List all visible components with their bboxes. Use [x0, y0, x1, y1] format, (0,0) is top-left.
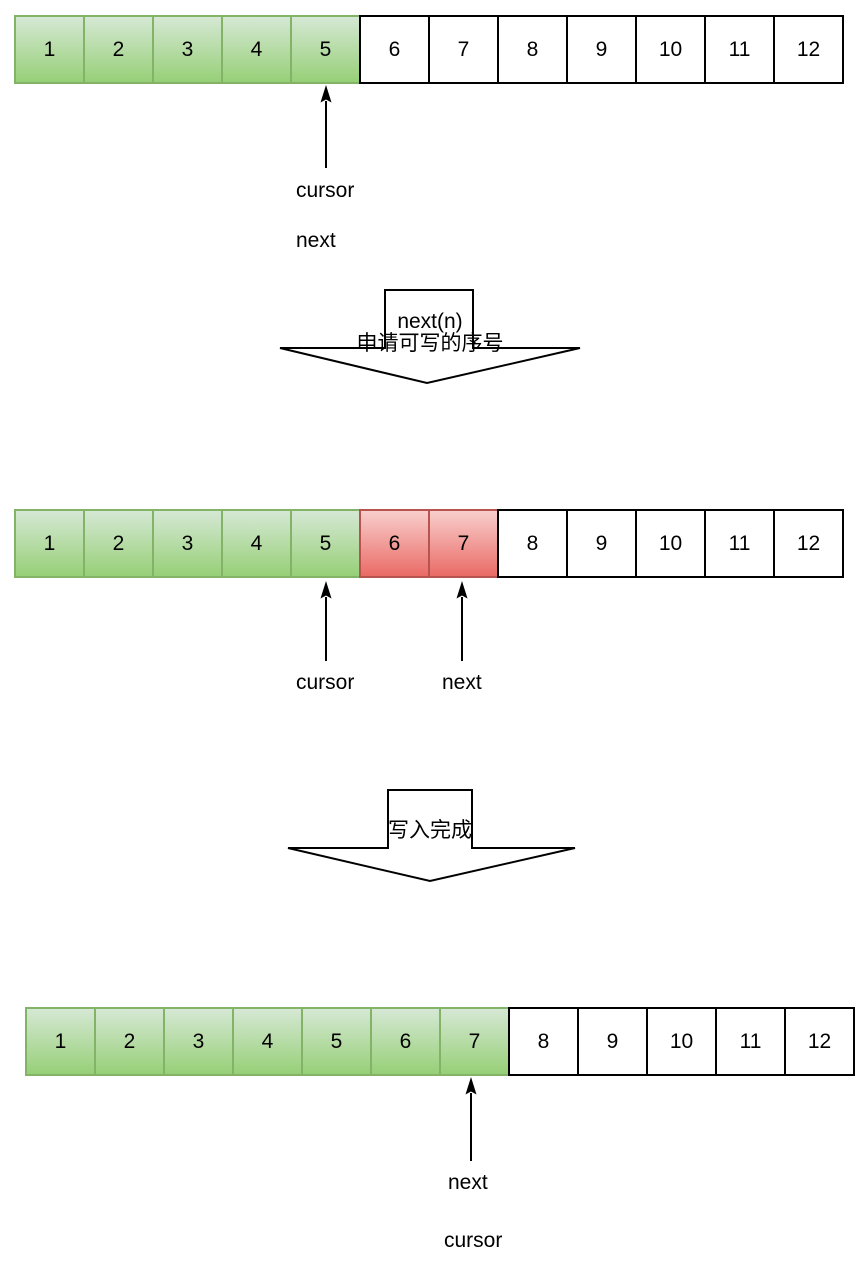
buffer-cell: 7: [428, 15, 499, 84]
transition-publish-label: 写入完成: [330, 820, 530, 842]
buffer-cell: 10: [635, 509, 706, 578]
buffer-cell: 3: [163, 1007, 234, 1076]
transition-claim-line2: 申请可写的序号: [356, 332, 504, 355]
next-label: next: [296, 229, 336, 252]
transition-claim-label: next(n) 申请可写的序号: [310, 311, 550, 355]
buffer-row-stage3: 1 2 3 4 5 6 7 8 9 10 11 12: [25, 1007, 855, 1076]
transition-down-arrow-claim: [279, 289, 581, 385]
buffer-cell: 1: [14, 15, 85, 84]
buffer-cell: 3: [152, 15, 223, 84]
next-label: next: [448, 1171, 488, 1194]
buffer-cell: 5: [290, 509, 361, 578]
transition-down-arrow-publish: [287, 789, 576, 883]
buffer-cell: 4: [221, 509, 292, 578]
buffer-row-stage1: 1 2 3 4 5 6 7 8 9 10 11 12: [14, 15, 844, 84]
buffer-cell: 2: [94, 1007, 165, 1076]
buffer-cell: 12: [773, 509, 844, 578]
buffer-cell: 2: [83, 509, 154, 578]
buffer-row-stage2: 1 2 3 4 5 6 7 8 9 10 11 12: [14, 509, 844, 578]
buffer-cell: 10: [646, 1007, 717, 1076]
next-label: next: [442, 671, 482, 694]
buffer-cell: 11: [715, 1007, 786, 1076]
buffer-cell: 9: [577, 1007, 648, 1076]
cursor-pointer-arrow-icon: [320, 581, 332, 661]
buffer-cell: 11: [704, 509, 775, 578]
buffer-cell: 8: [497, 509, 568, 578]
buffer-cell: 5: [290, 15, 361, 84]
next-pointer-arrow-icon: [456, 581, 468, 661]
transition-publish-line1: 写入完成: [388, 819, 472, 842]
buffer-cell: 1: [25, 1007, 96, 1076]
buffer-cell: 4: [221, 15, 292, 84]
buffer-cell: 8: [497, 15, 568, 84]
cursor-next-pointer-arrow-icon: [320, 85, 332, 168]
buffer-cell: 6: [359, 15, 430, 84]
buffer-cell: 8: [508, 1007, 579, 1076]
buffer-cell: 11: [704, 15, 775, 84]
next-cursor-pointer-arrow-icon: [465, 1077, 477, 1161]
buffer-cell: 9: [566, 15, 637, 84]
buffer-cell: 2: [83, 15, 154, 84]
buffer-cell: 6: [370, 1007, 441, 1076]
buffer-cell: 7: [428, 509, 499, 578]
buffer-cell: 1: [14, 509, 85, 578]
buffer-cell: 6: [359, 509, 430, 578]
buffer-cell: 5: [301, 1007, 372, 1076]
cursor-label: cursor: [444, 1229, 503, 1252]
buffer-cell: 12: [773, 15, 844, 84]
buffer-cell: 7: [439, 1007, 510, 1076]
buffer-cell: 9: [566, 509, 637, 578]
buffer-cell: 3: [152, 509, 223, 578]
transition-claim-line1: next(n): [397, 310, 463, 333]
buffer-cell: 4: [232, 1007, 303, 1076]
buffer-cell: 12: [784, 1007, 855, 1076]
buffer-cell: 10: [635, 15, 706, 84]
cursor-label: cursor: [296, 671, 355, 694]
cursor-label: cursor: [296, 179, 355, 202]
